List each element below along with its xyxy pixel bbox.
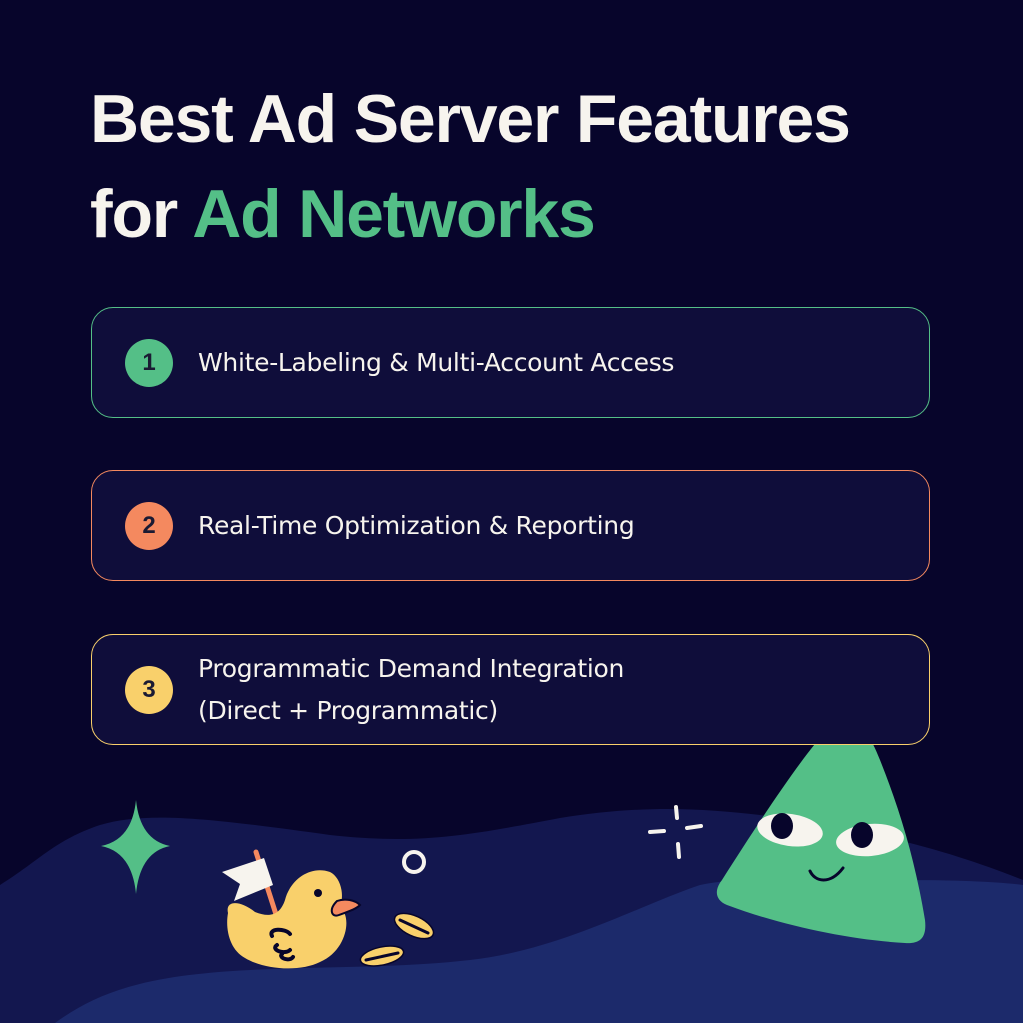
feature-label-line-1: White-Labeling & Multi-Account Access: [198, 347, 675, 377]
sparkle-icon: [101, 800, 170, 894]
ring-icon: [402, 850, 426, 874]
feature-label-line-1: Programmatic Demand Integration: [198, 653, 625, 683]
duck-with-flag-icon: [222, 849, 362, 969]
wave-back: [0, 809, 1023, 1023]
title-line-1: Best Ad Server Features: [90, 81, 851, 157]
coins-icon: [359, 912, 435, 967]
feature-card-2: 2 Real-Time Optimization & Reporting: [91, 470, 930, 581]
title-accent: Ad Networks: [192, 176, 596, 252]
title-line-2-prefix: for: [90, 176, 193, 252]
feature-card-1: 1 White-Labeling & Multi-Account Access: [91, 307, 930, 418]
feature-label: Programmatic Demand Integration (Direct …: [198, 648, 624, 732]
page-title: Best Ad Server Features for Ad Networks: [90, 72, 851, 262]
badge-number: 2: [142, 511, 156, 539]
feature-label-line-1: Real-Time Optimization & Reporting: [198, 510, 635, 540]
triangle-mascot-icon: [716, 720, 926, 944]
twinkle-icon: [648, 805, 703, 859]
feature-card-3: 3 Programmatic Demand Integration (Direc…: [91, 634, 930, 745]
number-badge: 1: [125, 338, 173, 387]
badge-number: 1: [142, 348, 156, 376]
wave-front: [55, 878, 1023, 1023]
feature-label: White-Labeling & Multi-Account Access: [198, 342, 674, 384]
feature-label-line-2: (Direct + Programmatic): [198, 695, 498, 725]
badge-number: 3: [142, 675, 156, 703]
number-badge: 3: [125, 665, 173, 714]
feature-label: Real-Time Optimization & Reporting: [198, 505, 635, 547]
number-badge: 2: [125, 501, 173, 550]
